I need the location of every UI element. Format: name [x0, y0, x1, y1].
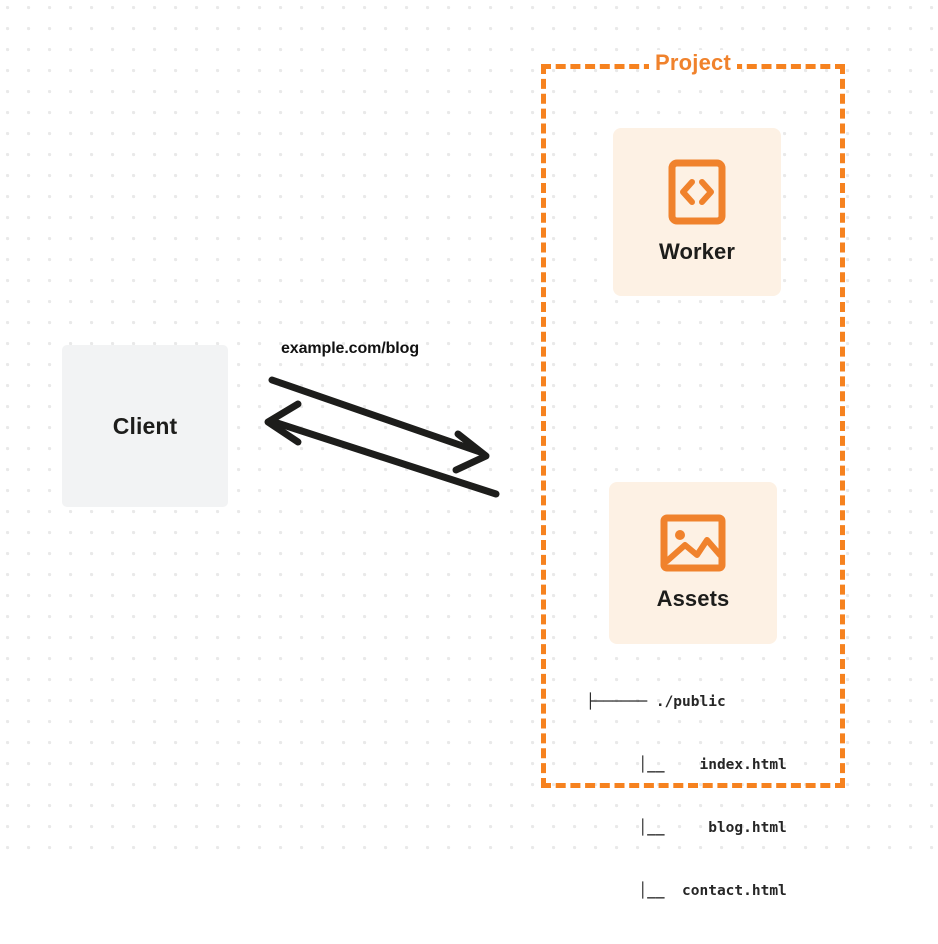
client-label: Client [112, 412, 178, 439]
client-node[interactable]: Client [62, 345, 228, 507]
tree-row: │__ index.html [586, 757, 787, 773]
project-label: Project [541, 50, 845, 76]
project-label-text: Project [649, 50, 737, 75]
tree-row: │__ blog.html [586, 820, 787, 836]
tree-row: │__ contact.html [586, 883, 787, 899]
assets-node[interactable]: Assets [609, 482, 777, 644]
tree-row: ├────── ./public [586, 694, 726, 710]
diagram-canvas: Client example.com/blog Project Worker [0, 0, 938, 899]
code-file-icon [668, 159, 726, 225]
response-arrow [264, 400, 500, 498]
assets-label: Assets [656, 586, 730, 611]
image-icon [660, 514, 726, 572]
request-arrow [268, 376, 490, 474]
worker-label: Worker [659, 239, 735, 264]
connection-arrows [264, 376, 500, 498]
connection-label: example.com/blog [281, 340, 419, 357]
asset-file-tree: ├────── ./public │__ index.html │__ blog… [586, 650, 787, 944]
worker-node[interactable]: Worker [613, 128, 781, 296]
